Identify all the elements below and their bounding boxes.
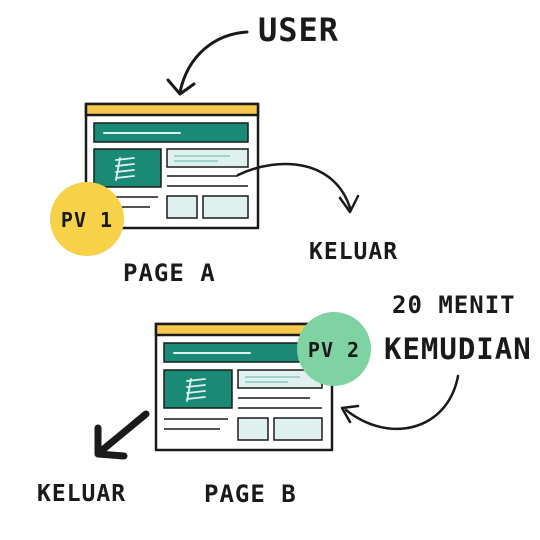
stacked-layers-icon [115,157,135,181]
page-a-thumb-1 [166,195,198,219]
exit-a-label: KELUAR [309,239,398,265]
page-a-thumb-2 [202,195,249,219]
user-label: USER [258,11,339,49]
exit-b-label: KELUAR [37,481,126,507]
page-b-label: PAGE B [204,480,297,508]
pv1-label: PV 1 [61,208,113,232]
pv2-circle [297,312,371,386]
page-a-wireframe [84,102,260,230]
page-a-header-bar [84,102,260,117]
arrow-user-to-page-a-icon [166,30,249,96]
arrow-later-to-page-b-icon [340,374,460,431]
arrow-page-b-exit-icon [94,410,150,460]
page-b-thumb-1 [237,417,269,441]
page-b-image-block [163,369,233,409]
pv1-circle [50,182,124,256]
page-a-image-block [93,148,162,188]
pv2-label: PV 2 [308,338,360,362]
later-label-line2: KEMUDIAN [384,332,532,366]
pv2-badge: PV 2 [297,312,371,386]
arrow-page-a-exit-icon [236,162,360,214]
later-label-line1: 20 MENIT [392,291,516,319]
pv1-badge: PV 1 [50,182,124,256]
stacked-layers-icon [186,378,206,402]
page-b-wireframe [154,322,334,452]
page-a-label: PAGE A [123,259,216,287]
page-b-thumb-2 [273,417,323,441]
page-a-text-block [166,148,249,168]
